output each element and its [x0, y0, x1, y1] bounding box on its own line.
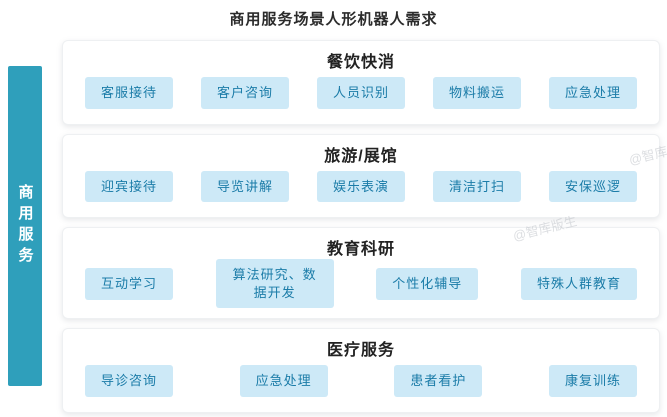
sidebar-category-label: 商用服务 — [16, 184, 34, 268]
item-chip: 安保巡逻 — [548, 170, 637, 203]
item-chip: 康复训练 — [548, 365, 637, 397]
section-card-dining-retail: 餐饮快消 客服接待 客户咨询 人员识别 物料搬运 应急处理 — [62, 40, 660, 125]
item-chip: 物料搬运 — [432, 77, 521, 109]
section-title: 旅游/展馆 — [324, 147, 398, 165]
item-chip: 客服接待 — [85, 77, 174, 109]
item-chip: 特殊人群教育 — [520, 268, 637, 300]
section-card-medical-service: 医疗服务 导诊咨询 应急处理 患者看护 康复训练 — [62, 328, 660, 414]
item-chip: 应急处理 — [548, 77, 637, 109]
item-chip: 清洁打扫 — [432, 170, 521, 203]
item-chip: 导诊咨询 — [85, 365, 174, 397]
item-chip: 导览讲解 — [200, 170, 289, 203]
section-title: 餐饮快消 — [326, 54, 395, 71]
section-card-education-research: 教育科研 互动学习 算法研究、数据开发 个性化辅导 特殊人群教育 — [62, 227, 660, 320]
item-chip: 客户咨询 — [200, 77, 289, 109]
item-chip: 患者看护 — [394, 365, 483, 397]
item-chip: 算法研究、数据开发 — [215, 259, 334, 309]
item-chip: 个性化辅导 — [376, 268, 479, 300]
section-title: 教育科研 — [326, 241, 395, 259]
chip-row: 互动学习 算法研究、数据开发 个性化辅导 特殊人群教育 — [85, 259, 637, 309]
item-chip: 娱乐表演 — [316, 170, 405, 203]
item-chip: 迎宾接待 — [85, 170, 174, 203]
item-chip: 应急处理 — [239, 365, 328, 397]
item-chip: 人员识别 — [316, 77, 405, 109]
chip-row: 导诊咨询 应急处理 患者看护 康复训练 — [85, 360, 637, 402]
sidebar-category-band: 商用服务 — [8, 66, 42, 386]
section-title: 医疗服务 — [326, 342, 395, 360]
section-cards: 餐饮快消 客服接待 客户咨询 人员识别 物料搬运 应急处理 旅游/展馆 迎宾接待… — [62, 40, 660, 414]
chip-row: 迎宾接待 导览讲解 娱乐表演 清洁打扫 安保巡逻 — [85, 166, 637, 208]
page-title: 商用服务场景人形机器人需求 — [229, 11, 438, 28]
chip-row: 客服接待 客户咨询 人员识别 物料搬运 应急处理 — [85, 72, 637, 114]
section-card-tourism-exhibition: 旅游/展馆 迎宾接待 导览讲解 娱乐表演 清洁打扫 安保巡逻 — [62, 133, 660, 219]
item-chip: 互动学习 — [85, 268, 174, 300]
